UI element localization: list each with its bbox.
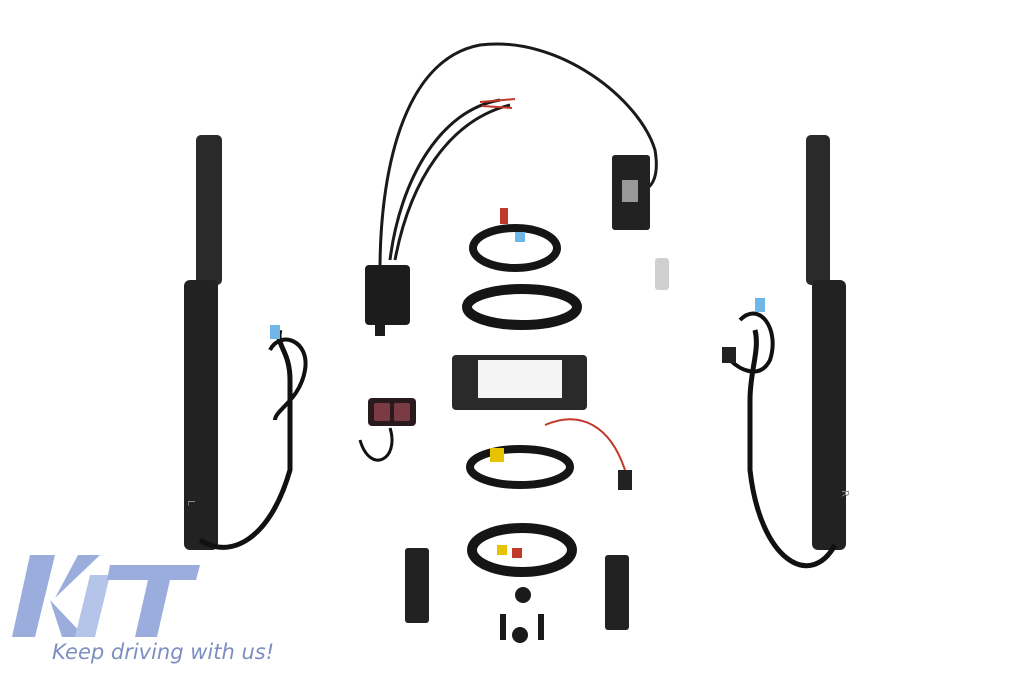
kitt-logo bbox=[12, 555, 200, 637]
striker-bracket bbox=[612, 155, 650, 230]
watermark-tagline: Keep driving with us! bbox=[52, 640, 275, 664]
sensor-part bbox=[655, 258, 669, 290]
tailgate-switch bbox=[358, 398, 416, 462]
latch-actuator bbox=[365, 42, 658, 336]
control-module bbox=[452, 355, 587, 410]
wiring-harnesses bbox=[462, 208, 632, 577]
fasteners bbox=[500, 587, 544, 643]
strut-label-right: R bbox=[839, 490, 850, 497]
mount-bracket-right bbox=[605, 555, 629, 630]
mount-bracket-left bbox=[405, 548, 429, 623]
left-gas-strut: L bbox=[184, 135, 308, 550]
strut-label-left: L bbox=[185, 500, 196, 506]
right-gas-strut: R bbox=[722, 135, 850, 569]
